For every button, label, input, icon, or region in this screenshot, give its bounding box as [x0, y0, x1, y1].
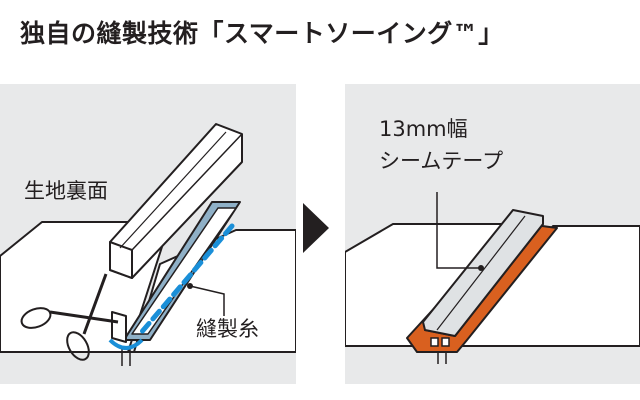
arrow-right-icon	[303, 203, 329, 253]
fabric-fold-lower	[111, 311, 127, 343]
label-thread: 縫製糸	[196, 317, 259, 341]
label-seam-tape: シームテープ	[379, 149, 503, 173]
label-fabric-back: 生地裏面	[24, 179, 108, 203]
tape-leader	[436, 192, 481, 269]
after-diagram: 13mm幅 シームテープ	[345, 84, 640, 384]
scissors-icon	[20, 273, 119, 361]
stitch-loop	[108, 338, 144, 350]
fabric-layers	[0, 123, 296, 366]
page-title: 独自の縫製技術「スマートソーイング™」	[20, 19, 504, 48]
stitch-line	[137, 223, 235, 337]
thread-leader	[189, 285, 225, 316]
before-diagram: 生地裏面 縫製糸	[0, 84, 296, 384]
label-tape-width: 13mm幅	[379, 117, 468, 141]
